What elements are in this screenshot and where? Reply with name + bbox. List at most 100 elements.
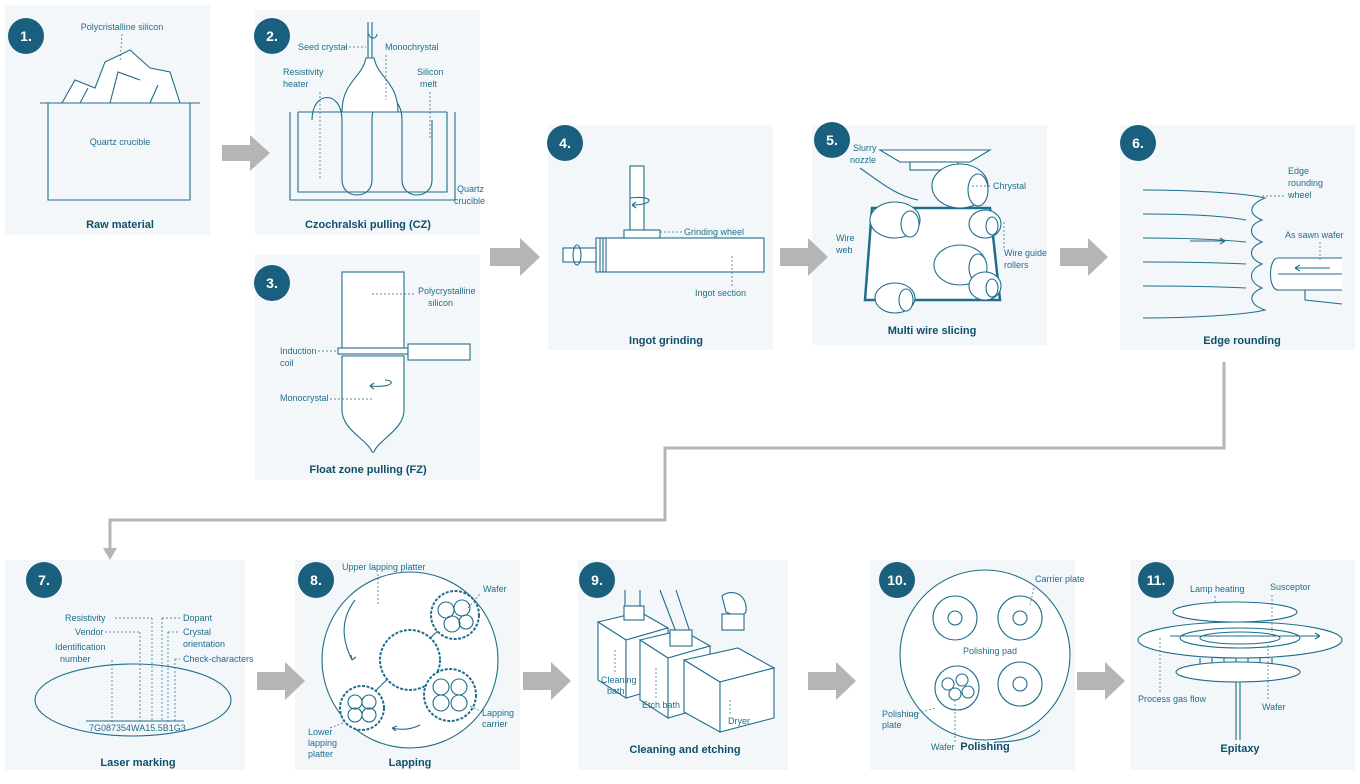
label-chrystal: Chrystal: [993, 181, 1026, 191]
arrow-9-10: [808, 662, 856, 700]
center-gear: [379, 629, 441, 691]
label-grinding-wheel: Grinding wheel: [684, 227, 744, 237]
label-rounding: rounding: [1288, 178, 1323, 188]
label-wire-guide: Wire guide: [1004, 248, 1047, 258]
label-cleaning: Cleaning: [601, 675, 637, 685]
arrow-1-2: [222, 135, 270, 171]
label-coil: coil: [280, 358, 294, 368]
label-dryer: Dryer: [728, 716, 750, 726]
label-plate: plate: [882, 720, 902, 730]
title-ingot-grinding: Ingot grinding: [629, 335, 703, 347]
robot-arms: [624, 589, 691, 633]
induction-coil: [337, 347, 409, 355]
label-lower: Lower: [308, 727, 333, 737]
label-quartz-crucible: Quartz crucible: [90, 137, 151, 147]
monocrystal: [341, 57, 399, 113]
label-polycrystalline: Polycristalline silicon: [81, 22, 164, 32]
dryer: [682, 647, 776, 733]
badge-9: 9.: [579, 562, 615, 598]
label-wafer: Wafer: [931, 742, 955, 752]
roller-top: [931, 163, 989, 209]
edge-rounding-wheel: [1142, 189, 1267, 319]
step-number: 3.: [266, 275, 278, 291]
label-nozzle: nozzle: [850, 155, 876, 165]
step-number: 4.: [559, 135, 571, 151]
badge-3: 3.: [254, 265, 290, 301]
label-heater: heater: [283, 79, 309, 89]
step-10-polishing: Carrier plate Polishing pad Polishing pl…: [882, 569, 1085, 753]
arrow-4-5: [780, 238, 828, 276]
slurry-nozzle: [859, 167, 919, 201]
label-edge: Edge: [1288, 166, 1309, 176]
resistivity-heater: [311, 96, 433, 196]
label-vendor: Vendor: [75, 627, 104, 637]
lapping-carrier-top: [430, 590, 480, 640]
roller-right: [968, 209, 1002, 239]
step-1-raw-material: Polycristalline silicon Quartz crucible …: [40, 22, 200, 231]
step-2-czochralski: Seed crystal Monochrystal Resistivity he…: [283, 22, 485, 231]
title-wire-slicing: Multi wire slicing: [888, 325, 977, 337]
label-wafer: Wafer: [483, 584, 507, 594]
ingot-shaft: [562, 247, 597, 263]
label-seed-crystal: Seed crystal: [298, 42, 348, 52]
cz-crucible: [289, 112, 456, 201]
label-web: web: [835, 245, 853, 255]
silicon-chunks: [61, 49, 181, 104]
arrow-8-9: [523, 662, 571, 700]
label-upper-lapping-platter: Upper lapping platter: [342, 562, 426, 572]
step-6-edge-rounding: Edge rounding wheel As sawn wafer Edge r…: [1142, 166, 1344, 347]
chrystal-mount: [878, 149, 992, 163]
step-number: 10.: [887, 572, 906, 588]
susceptor: [1179, 627, 1301, 649]
label-wafer: Wafer: [1262, 702, 1286, 712]
label-dopant: Dopant: [183, 613, 213, 623]
badge-1: 1.: [8, 18, 44, 54]
lamp-heating-top: [1172, 601, 1298, 623]
step-number: 2.: [266, 28, 278, 44]
carrier-plate-1: [932, 595, 978, 641]
carrier-plate-4: [997, 661, 1043, 707]
step-number: 7.: [38, 572, 50, 588]
step-number: 11.: [1147, 572, 1166, 588]
label-lapping-carrier-2: carrier: [482, 719, 508, 729]
step-5-wire-slicing: Slurry nozzle Chrystal Wire web Wire gui…: [835, 143, 1047, 337]
lapping-carrier-left: [339, 685, 385, 731]
label-polishing-pad: Polishing pad: [963, 646, 1017, 656]
label-susceptor: Susceptor: [1270, 582, 1311, 592]
badge-10: 10.: [879, 562, 915, 598]
arrow-5-6: [1060, 238, 1108, 276]
label-resistivity: Resistivity: [65, 613, 106, 623]
wafer-cassette-3: [721, 613, 745, 631]
label-crucible: crucible: [454, 196, 485, 206]
label-bath: bath: [607, 686, 625, 696]
arrow-10-11: [1077, 662, 1125, 700]
carrier-plate-2: [997, 595, 1043, 641]
title-edge-rounding: Edge rounding: [1203, 335, 1281, 347]
step-number: 6.: [1132, 135, 1144, 151]
label-platter: platter: [308, 749, 333, 759]
badge-5: 5.: [814, 122, 850, 158]
label-quartz: Quartz: [457, 184, 485, 194]
step-3-float-zone: Polycrystalline silicon Induction coil M…: [280, 271, 476, 476]
title-cleaning-etching: Cleaning and etching: [629, 744, 740, 756]
laser-code: 7G087354WA15.5B1G3: [89, 723, 186, 733]
label-number: number: [60, 654, 91, 664]
roller-bottom-right: [968, 271, 1002, 301]
badge-7: 7.: [26, 562, 62, 598]
fz-polysilicon: [341, 271, 405, 351]
roller-middle: [933, 244, 988, 286]
label-carrier-plate: Carrier plate: [1035, 574, 1085, 584]
label-resistivity: Resistivity: [283, 67, 324, 77]
grinding-wheel: [623, 229, 661, 239]
label-as-sawn-wafer: As sawn wafer: [1285, 230, 1344, 240]
polishing-pad: [899, 569, 1071, 741]
badge-2: 2.: [254, 18, 290, 54]
title-czochralski: Czochralski pulling (CZ): [305, 219, 431, 231]
roller-left: [869, 201, 921, 239]
badge-8: 8.: [298, 562, 334, 598]
label-ingot-section: Ingot section: [695, 288, 746, 298]
step-number: 8.: [310, 572, 322, 588]
step-number: 5.: [826, 132, 838, 148]
label-check-characters: Check-characters: [183, 654, 254, 664]
connector-head: [103, 548, 117, 560]
